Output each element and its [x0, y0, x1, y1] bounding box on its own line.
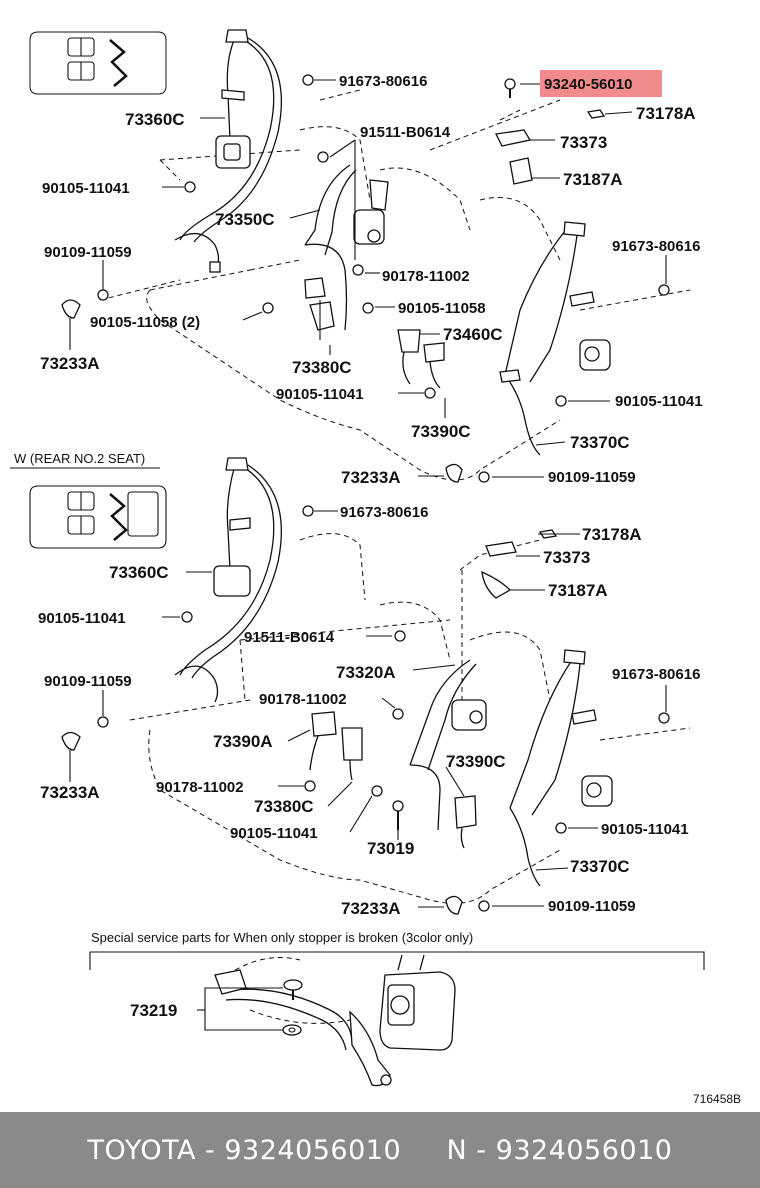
label-73360c-rear[interactable]: 73360C	[109, 563, 169, 582]
label-90105-11058[interactable]: 90105-11058	[398, 300, 486, 317]
label-73380c[interactable]: 73380C	[292, 358, 352, 377]
label-73178a[interactable]: 73178A	[636, 104, 696, 123]
label-73390c[interactable]: 73390C	[411, 422, 471, 441]
label-90105-11058-2[interactable]: 90105-11058 (2)	[90, 314, 200, 331]
special-service-section: Special service parts for When only stop…	[89, 930, 705, 1087]
label-90105-11041-right[interactable]: 90105-11041	[615, 393, 703, 410]
label-91511-b0614[interactable]: 91511-B0614	[360, 124, 451, 141]
label-90109-11059-rear-right[interactable]: 90109-11059	[548, 898, 636, 915]
label-73373-rear[interactable]: 73373	[543, 548, 590, 567]
label-73370c[interactable]: 73370C	[570, 433, 630, 452]
label-73233a-rear-right[interactable]: 73233A	[341, 899, 401, 918]
section-label: W (REAR NO.2 SEAT)	[14, 451, 145, 466]
label-90178-11002-rear-lower[interactable]: 90178-11002	[156, 779, 244, 796]
part-number-text: TOYOTA - 9324056010 N - 9324056010	[87, 1134, 673, 1166]
label-90105-11041-rear-right[interactable]: 90105-11041	[601, 821, 689, 838]
label-91511-b0614-rear[interactable]: 91511-B0614	[244, 629, 335, 646]
label-73019[interactable]: 73019	[367, 839, 414, 858]
label-73187a[interactable]: 73187A	[563, 170, 623, 189]
label-73320a[interactable]: 73320A	[336, 663, 396, 682]
label-73380c-rear[interactable]: 73380C	[254, 797, 314, 816]
label-90105-11041-center[interactable]: 90105-11041	[276, 386, 364, 403]
label-73219[interactable]: 73219	[130, 1001, 177, 1020]
label-73233a-right[interactable]: 73233A	[341, 468, 401, 487]
lower-assembly: W (REAR NO.2 SEAT)	[10, 451, 700, 918]
label-90109-11059[interactable]: 90109-11059	[44, 244, 132, 261]
part-number-banner: TOYOTA - 9324056010 N - 9324056010	[0, 1112, 760, 1188]
parts-diagram: 91673-80616 93240-56010 73360C 91511-B06…	[10, 29, 741, 1106]
bolt-icon	[97, 505, 670, 912]
label-90105-11041-rear[interactable]: 90105-11041	[38, 610, 126, 627]
diagram-code: 716458B	[693, 1092, 741, 1106]
label-93240-56010[interactable]: 93240-56010	[544, 76, 632, 93]
seat-layout-icon	[29, 31, 167, 95]
upper-assembly: 91673-80616 93240-56010 73360C 91511-B06…	[29, 29, 703, 487]
label-73390a[interactable]: 73390A	[213, 732, 273, 751]
label-90178-11002-rear[interactable]: 90178-11002	[259, 691, 347, 708]
label-73233a[interactable]: 73233A	[40, 354, 100, 373]
label-90178-11002[interactable]: 90178-11002	[382, 268, 470, 285]
label-91673-80616[interactable]: 91673-80616	[339, 73, 427, 90]
label-90105-11041-rear-center[interactable]: 90105-11041	[230, 825, 318, 842]
highlight-box	[540, 70, 662, 97]
label-90105-11041[interactable]: 90105-11041	[42, 180, 130, 197]
label-73187a-rear[interactable]: 73187A	[548, 581, 608, 600]
label-73350c[interactable]: 73350C	[215, 210, 275, 229]
label-73233a-rear[interactable]: 73233A	[40, 783, 100, 802]
label-91673-80616-rear[interactable]: 91673-80616	[340, 504, 428, 521]
label-90109-11059-rear[interactable]: 90109-11059	[44, 673, 132, 690]
label-73390c-rear[interactable]: 73390C	[446, 752, 506, 771]
label-73360c[interactable]: 73360C	[125, 110, 185, 129]
bolt-icon	[97, 74, 670, 483]
label-73370c-rear[interactable]: 73370C	[570, 857, 630, 876]
label-91673-80616-rear-right[interactable]: 91673-80616	[612, 666, 700, 683]
label-90109-11059-right[interactable]: 90109-11059	[548, 469, 636, 486]
seat-layout-icon-rear	[29, 485, 167, 549]
label-73373[interactable]: 73373	[560, 133, 607, 152]
label-73178a-rear[interactable]: 73178A	[582, 525, 642, 544]
label-73460c[interactable]: 73460C	[443, 325, 503, 344]
label-91673-80616-right[interactable]: 91673-80616	[612, 238, 700, 255]
special-note: Special service parts for When only stop…	[91, 930, 473, 945]
